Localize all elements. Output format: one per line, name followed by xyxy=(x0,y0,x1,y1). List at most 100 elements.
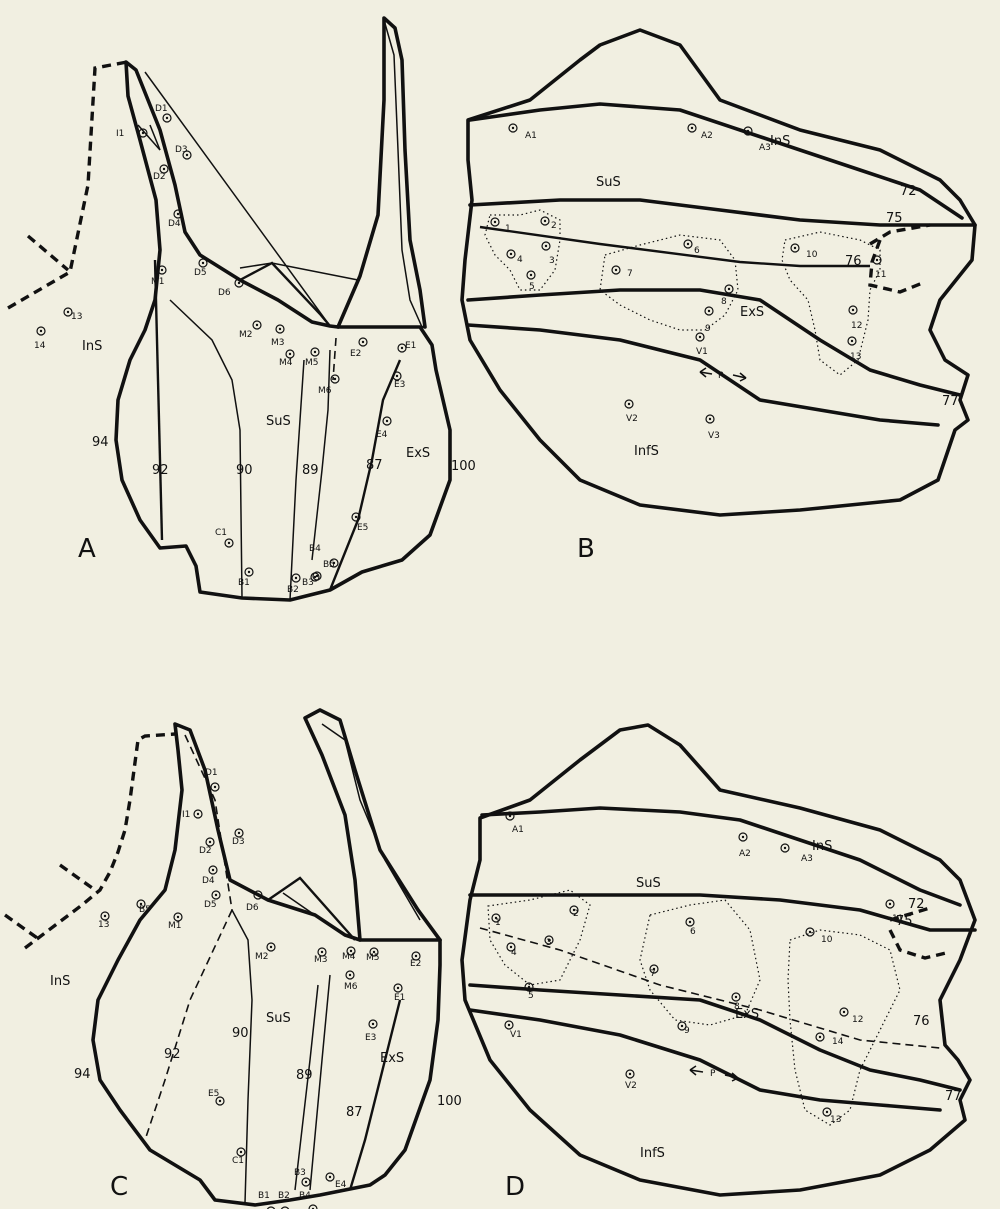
seta-label: E3 xyxy=(365,1033,376,1043)
seta-label: B2 xyxy=(278,1191,290,1201)
seta-marker: D4 xyxy=(202,866,217,886)
number-label: 75 xyxy=(886,211,903,226)
seta-marker: 14 xyxy=(816,1033,844,1047)
seta-label: 5 xyxy=(528,991,534,1001)
seta-label: B4 xyxy=(309,544,321,554)
region-label-ins-c: InS xyxy=(50,974,70,989)
seta-marker: M1 xyxy=(151,266,166,287)
seta-label: D2 xyxy=(153,172,166,182)
seta-label: M3 xyxy=(314,955,328,965)
seta-label: V2 xyxy=(625,1081,637,1091)
seta-marker: 12 xyxy=(840,1008,863,1025)
seta-marker: B2 xyxy=(287,574,300,595)
seta-marker: 9 xyxy=(705,307,713,334)
region-label-infs-b: InfS xyxy=(634,444,659,459)
number-label: 94 xyxy=(92,435,109,450)
seta-label: B5 xyxy=(139,905,151,915)
seta-label: 9 xyxy=(705,324,711,334)
seta-label: V3 xyxy=(708,431,720,441)
seta-label: B4 xyxy=(299,1191,311,1201)
seta-label: A1 xyxy=(512,825,524,835)
seta-label: M4 xyxy=(279,358,293,368)
seta-label: 11 xyxy=(892,914,903,924)
seta-label: 10 xyxy=(821,935,833,945)
number-label: 72 xyxy=(900,184,917,199)
seta-label: 3 xyxy=(546,938,552,948)
seta-marker: V2 xyxy=(625,400,638,424)
seta-label: E2 xyxy=(350,349,361,359)
seta-label: B5 xyxy=(323,560,335,570)
seta-marker: M5 xyxy=(305,348,319,368)
seta-marker: M3 xyxy=(271,325,285,348)
seta-label: 1 xyxy=(505,224,511,234)
seta-label: 4 xyxy=(517,255,523,265)
seta-marker: B4 xyxy=(299,1191,317,1209)
region-label-ins-d: InS xyxy=(812,839,832,854)
seta-marker: E1 xyxy=(394,984,405,1003)
number-label: 89 xyxy=(296,1068,313,1083)
seta-label: M1 xyxy=(151,277,165,287)
direction-label-b: P xyxy=(718,371,724,381)
seta-label: C1 xyxy=(232,1156,244,1166)
number-label: 92 xyxy=(152,463,169,478)
seta-label: 2 xyxy=(573,909,579,919)
seta-label: D5 xyxy=(204,900,217,910)
seta-marker: V3 xyxy=(706,415,720,441)
seta-marker: E1 xyxy=(398,341,416,352)
seta-label: D1 xyxy=(155,104,168,114)
seta-label: D2 xyxy=(199,846,212,856)
seta-label: E5 xyxy=(208,1089,219,1099)
seta-label: 4 xyxy=(511,948,517,958)
number-label: 72 xyxy=(908,897,925,912)
region-label-sus-d: SuS xyxy=(636,876,661,891)
seta-label: M6 xyxy=(318,386,332,396)
seta-marker: M5 xyxy=(366,948,380,963)
seta-marker: A2 xyxy=(688,124,713,141)
seta-marker: 6 xyxy=(686,918,696,937)
seta-label: E1 xyxy=(394,993,405,1003)
panel-b-drawing xyxy=(462,30,975,515)
seta-marker: D5 xyxy=(204,891,220,910)
number-label: 100 xyxy=(437,1094,462,1109)
seta-label: D6 xyxy=(218,288,231,298)
seta-marker: M2 xyxy=(255,943,275,962)
panel-label-a: A xyxy=(78,534,96,564)
number-label: 76 xyxy=(913,1014,930,1029)
seta-label: M2 xyxy=(255,952,269,962)
seta-marker: 5 xyxy=(527,271,535,292)
seta-label: 1 xyxy=(495,918,501,928)
seta-marker: M2 xyxy=(239,321,261,340)
number-label: 87 xyxy=(366,458,383,473)
seta-label: 2 xyxy=(551,221,557,231)
seta-marker: 7 xyxy=(650,965,658,979)
seta-label: 9 xyxy=(684,1026,690,1036)
seta-marker: 1 xyxy=(492,914,501,928)
seta-label: 11 xyxy=(875,270,886,280)
seta-marker: B2 xyxy=(278,1191,290,1209)
seta-label: I1 xyxy=(116,129,124,139)
panel-d-drawing xyxy=(462,725,975,1195)
seta-marker: E4 xyxy=(326,1173,347,1190)
region-label-ins-a: InS xyxy=(82,339,102,354)
seta-label: A1 xyxy=(525,131,537,141)
seta-label: 7 xyxy=(650,969,656,979)
seta-marker: V1 xyxy=(505,1021,522,1040)
seta-label: 14 xyxy=(832,1037,844,1047)
seta-marker: 10 xyxy=(791,244,818,260)
region-label-sus-b: SuS xyxy=(596,175,621,190)
seta-marker: D3 xyxy=(232,829,245,847)
seta-label: 12 xyxy=(851,321,862,331)
seta-marker: B5 xyxy=(137,900,151,915)
seta-label: E4 xyxy=(376,430,388,440)
number-label: 92 xyxy=(164,1047,181,1062)
seta-label: D4 xyxy=(202,876,215,886)
seta-label: M3 xyxy=(271,338,285,348)
seta-marker: C1 xyxy=(215,528,233,547)
seta-label: D6 xyxy=(246,903,259,913)
seta-marker: E2 xyxy=(350,338,367,359)
seta-label: A3 xyxy=(801,854,813,864)
seta-marker: B1 xyxy=(258,1191,275,1209)
seta-marker: 9 xyxy=(678,1022,690,1036)
seta-label: D3 xyxy=(175,145,188,155)
seta-marker: D6 xyxy=(218,279,243,298)
